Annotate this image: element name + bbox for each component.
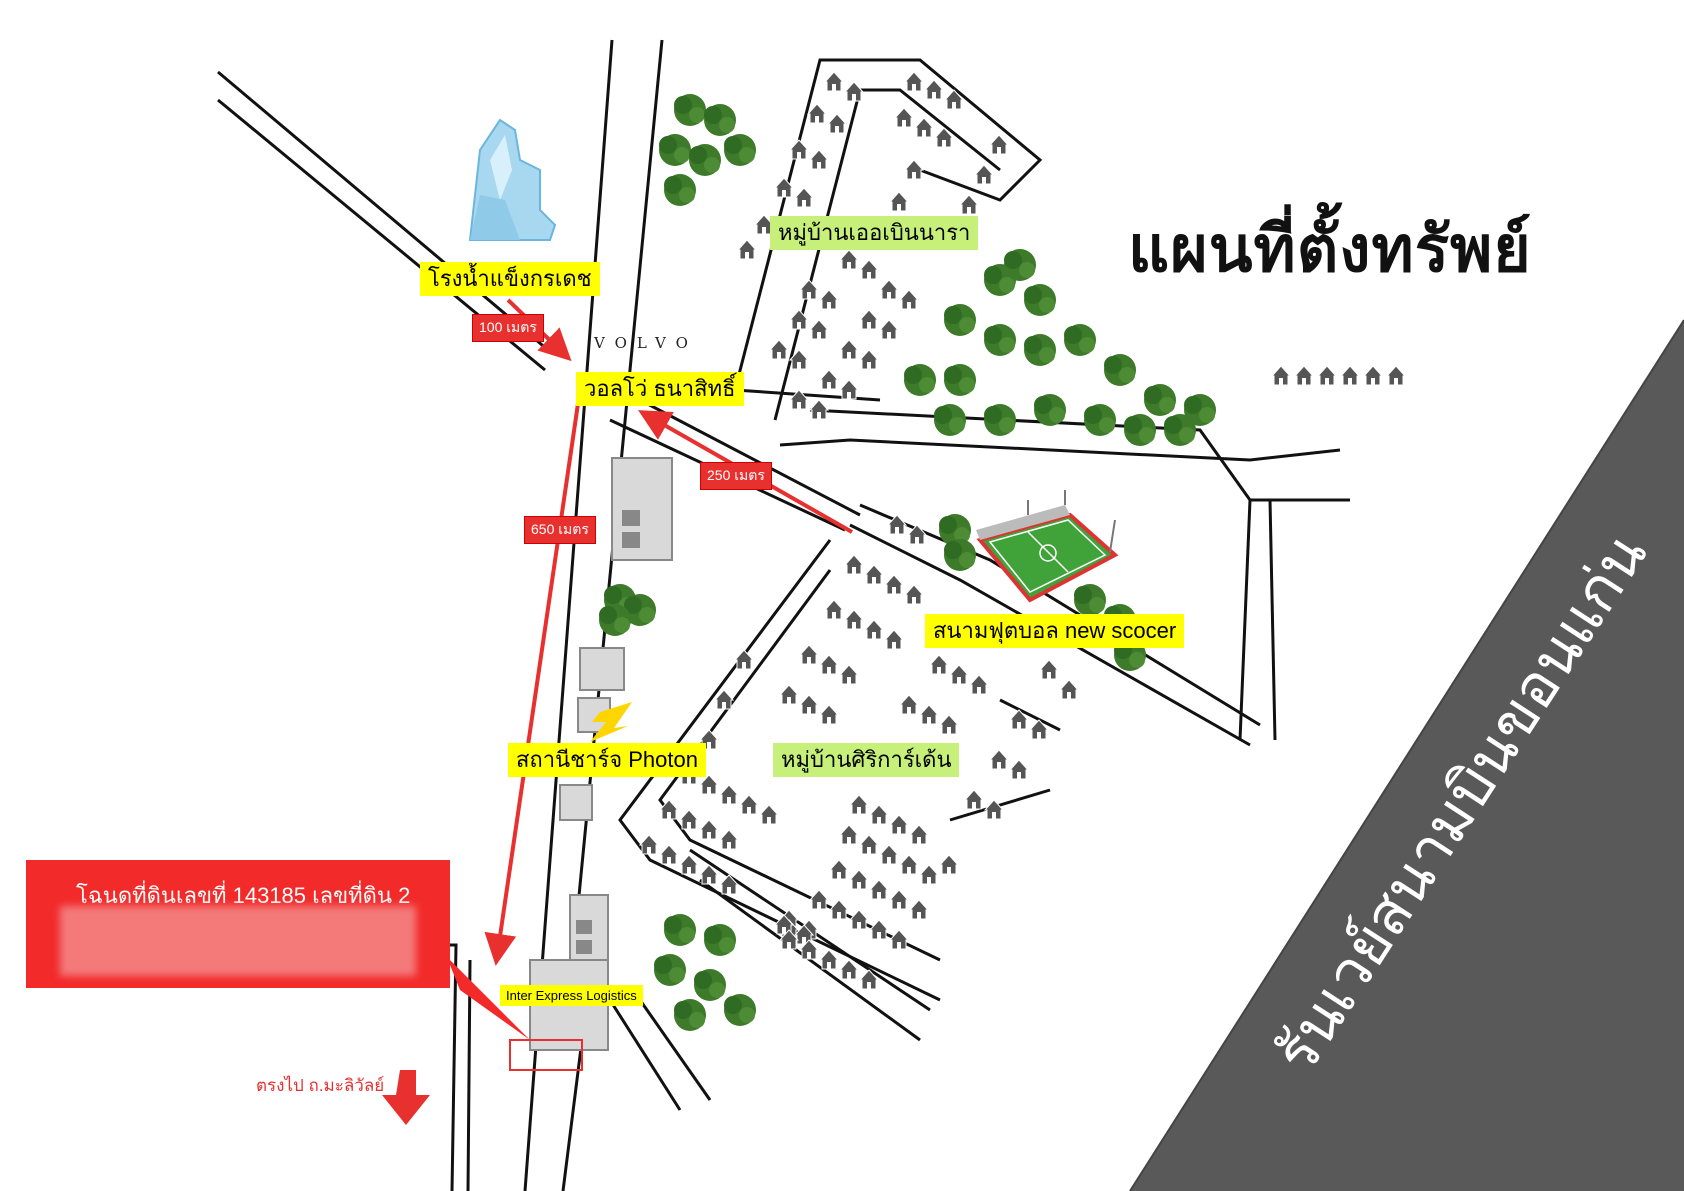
- volvo-logo: VOLVO: [594, 334, 698, 352]
- direction-text: ตรงไป ถ.มะลิวัลย์: [256, 1076, 385, 1095]
- deed-box: โฉนดที่ดินเลขที่ 143185 เลขที่ดิน 2: [26, 860, 450, 988]
- label-village-north: หมู่บ้านเออเบินนารา: [770, 216, 979, 250]
- label-volvo: วอลโว่ ธนาสิทธิ์: [576, 372, 744, 406]
- distance-250: 250 เมตร: [700, 462, 772, 490]
- label-charging: สถานีชาร์จ Photon: [508, 743, 706, 777]
- label-football: สนามฟุตบอล new scocer: [925, 614, 1185, 648]
- ice-icon: [468, 118, 557, 241]
- map-title: แผนที่ตั้งทรัพย์: [1128, 213, 1532, 287]
- label-logistics: Inter Express Logistics: [500, 985, 643, 1006]
- parcel-outline: [509, 1039, 583, 1071]
- distance-650: 650 เมตร: [524, 516, 596, 544]
- lightning-icon: [590, 702, 632, 742]
- deed-text: โฉนดที่ดินเลขที่ 143185 เลขที่ดิน 2: [76, 883, 411, 908]
- building-windows: [576, 510, 640, 954]
- label-ice-factory: โรงน้ำแข็งกรเดช: [420, 262, 600, 296]
- label-village-south: หมู่บ้านศิริการ์เด้น: [773, 743, 960, 777]
- stadium-icon: [976, 490, 1119, 603]
- distance-100: 100 เมตร: [472, 314, 544, 342]
- arrow-down-icon: [382, 1070, 430, 1125]
- deed-redacted: [60, 906, 416, 976]
